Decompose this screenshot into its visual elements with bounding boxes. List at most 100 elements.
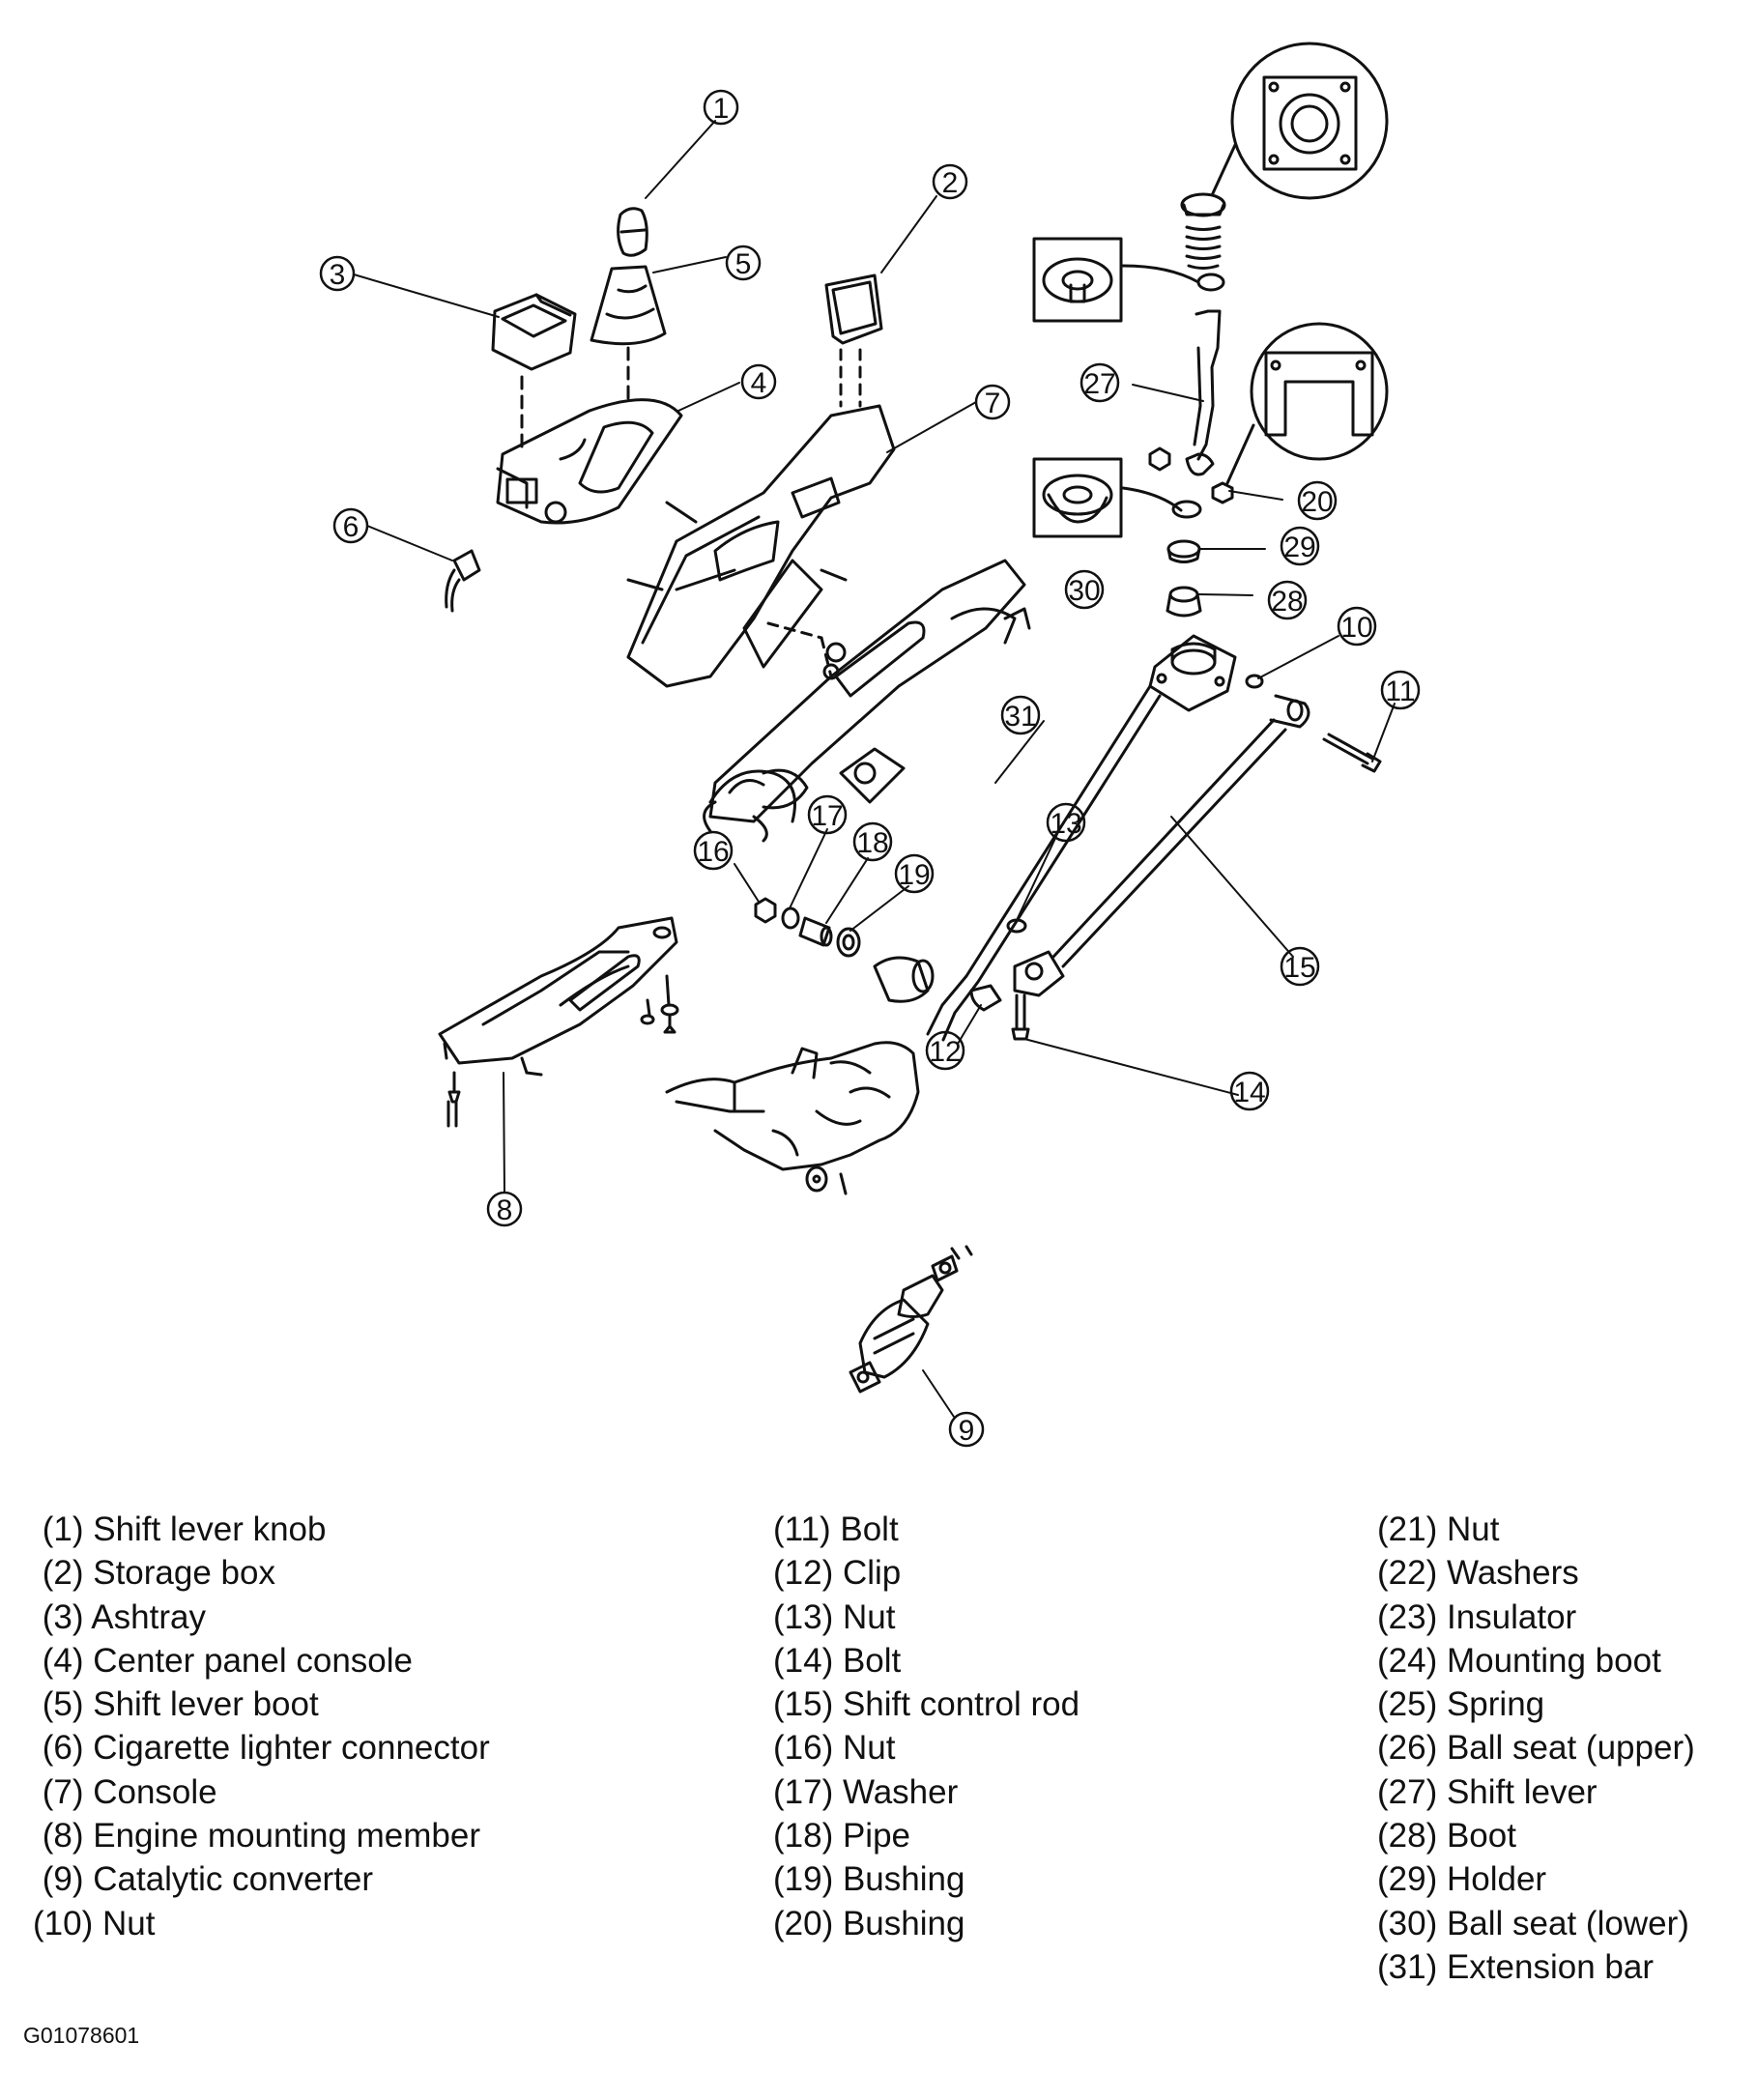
callout-1: 1 <box>703 89 739 126</box>
legend-item: (6) Cigarette lighter connector <box>33 1729 490 1768</box>
callout-15: 15 <box>1280 946 1320 987</box>
svg-text:14: 14 <box>1233 1077 1265 1108</box>
nut-16 <box>754 897 777 924</box>
legend-item: (25) Spring <box>1377 1685 1545 1724</box>
callout-4: 4 <box>740 363 777 400</box>
callout-13: 13 <box>1046 802 1086 843</box>
callout-18: 18 <box>852 821 893 862</box>
shift-lever-nuts <box>1148 446 1234 519</box>
console <box>626 404 896 688</box>
svg-text:1: 1 <box>713 93 730 125</box>
legend-item: (8) Engine mounting member <box>33 1817 480 1855</box>
legend-column-2: (11) Bolt (12) Clip (13) Nut (14) Bolt (… <box>773 1508 1080 1945</box>
legend-item: (5) Shift lever boot <box>33 1685 319 1724</box>
exploded-parts-diagram: 1 2 3 4 5 6 7 8 9 10 11 12 13 14 15 16 1… <box>319 42 1421 1448</box>
nut-10 <box>1245 674 1264 689</box>
engine-mounting-member <box>438 916 679 1128</box>
svg-text:28: 28 <box>1271 586 1303 618</box>
legend-item: (27) Shift lever <box>1377 1772 1598 1811</box>
callout-14: 14 <box>1229 1071 1270 1111</box>
legend-item: (12) Clip <box>773 1554 902 1593</box>
clip <box>969 984 1002 1012</box>
bushing-19 <box>836 927 861 958</box>
wiring-harness <box>708 769 796 843</box>
legend-item: (17) Washer <box>773 1772 959 1811</box>
legend-item: (2) Storage box <box>33 1554 275 1593</box>
legend-item: (14) Bolt <box>773 1641 902 1680</box>
svg-text:5: 5 <box>735 248 752 280</box>
figure-code: G01078601 <box>23 2023 140 2048</box>
washer-17 <box>781 906 800 930</box>
svg-text:15: 15 <box>1283 952 1315 984</box>
boot <box>1166 586 1202 618</box>
callout-6: 6 <box>332 507 369 544</box>
legend-item: (4) Center panel console <box>33 1641 413 1680</box>
legend-item: (31) Extension bar <box>1377 1947 1654 1986</box>
legend-item: (16) Nut <box>773 1729 896 1768</box>
leader-lines <box>353 120 1396 1418</box>
legend-item: (22) Washers <box>1377 1554 1579 1593</box>
callout-7: 7 <box>974 384 1011 420</box>
legend-item: (10) Nut <box>33 1904 156 1942</box>
callout-20: 20 <box>1297 480 1338 521</box>
svg-text:18: 18 <box>856 827 888 859</box>
legend-item: (20) Bushing <box>773 1904 965 1942</box>
callout-3: 3 <box>319 255 356 292</box>
callout-31: 31 <box>1000 695 1041 735</box>
legend-item: (3) Ashtray <box>33 1597 206 1636</box>
bolt-11 <box>1322 733 1382 773</box>
callout-29: 29 <box>1280 526 1320 566</box>
svg-text:10: 10 <box>1340 612 1372 644</box>
shift-control-rod <box>1013 694 1310 997</box>
callout-2: 2 <box>932 163 968 200</box>
svg-text:2: 2 <box>942 167 959 199</box>
legend-item: (9) Catalytic converter <box>33 1860 374 1899</box>
ball-seat-upper-spring-assembly <box>1180 192 1226 292</box>
callout-12: 12 <box>925 1030 965 1071</box>
center-panel-console <box>496 398 683 525</box>
callout-27: 27 <box>1080 362 1120 403</box>
svg-text:29: 29 <box>1283 532 1315 563</box>
insulator-detail-magnified <box>1211 42 1389 200</box>
svg-text:30: 30 <box>1068 575 1100 607</box>
svg-text:19: 19 <box>898 859 930 891</box>
svg-text:7: 7 <box>985 388 1001 419</box>
callout-16: 16 <box>693 830 734 871</box>
legend-item: (11) Bolt <box>773 1510 899 1548</box>
parts-legend: (1) Shift lever knob (2) Storage box (3)… <box>0 1508 1756 1986</box>
washer-detail-box-upper <box>1032 237 1200 323</box>
svg-text:17: 17 <box>811 800 843 832</box>
callout-9: 9 <box>948 1411 985 1448</box>
callout-8: 8 <box>486 1191 523 1227</box>
legend-item: (1) Shift lever knob <box>33 1510 327 1548</box>
bolt-14 <box>1011 993 1030 1041</box>
shift-lever <box>1185 309 1222 476</box>
cigarette-lighter-connector <box>445 549 481 613</box>
svg-text:4: 4 <box>751 367 767 399</box>
callout-10: 10 <box>1337 606 1377 647</box>
callout-28: 28 <box>1267 580 1308 620</box>
svg-text:13: 13 <box>1050 808 1081 840</box>
storage-box <box>824 273 883 408</box>
pipe-18 <box>798 916 833 947</box>
transmission-housing <box>665 1041 920 1195</box>
svg-text:9: 9 <box>959 1415 975 1447</box>
catalytic-converter <box>849 1245 973 1394</box>
legend-item: (24) Mounting boot <box>1377 1641 1661 1680</box>
extension-bar <box>873 634 1237 1042</box>
legend-item: (26) Ball seat (upper) <box>1377 1729 1695 1768</box>
legend-item: (29) Holder <box>1377 1860 1547 1899</box>
callout-5: 5 <box>725 245 762 281</box>
legend-item: (30) Ball seat (lower) <box>1377 1904 1689 1942</box>
legend-column-1: (1) Shift lever knob (2) Storage box (3)… <box>33 1508 490 1945</box>
callout-19: 19 <box>894 853 935 894</box>
legend-item: (19) Bushing <box>773 1860 965 1899</box>
legend-item: (13) Nut <box>773 1597 896 1636</box>
svg-text:6: 6 <box>343 511 360 543</box>
legend-item: (23) Insulator <box>1377 1597 1577 1636</box>
svg-text:27: 27 <box>1083 368 1115 400</box>
svg-text:31: 31 <box>1004 701 1036 733</box>
bushing-detail-magnified <box>1225 322 1389 485</box>
svg-text:16: 16 <box>697 836 729 868</box>
nut-13 <box>1006 918 1027 934</box>
